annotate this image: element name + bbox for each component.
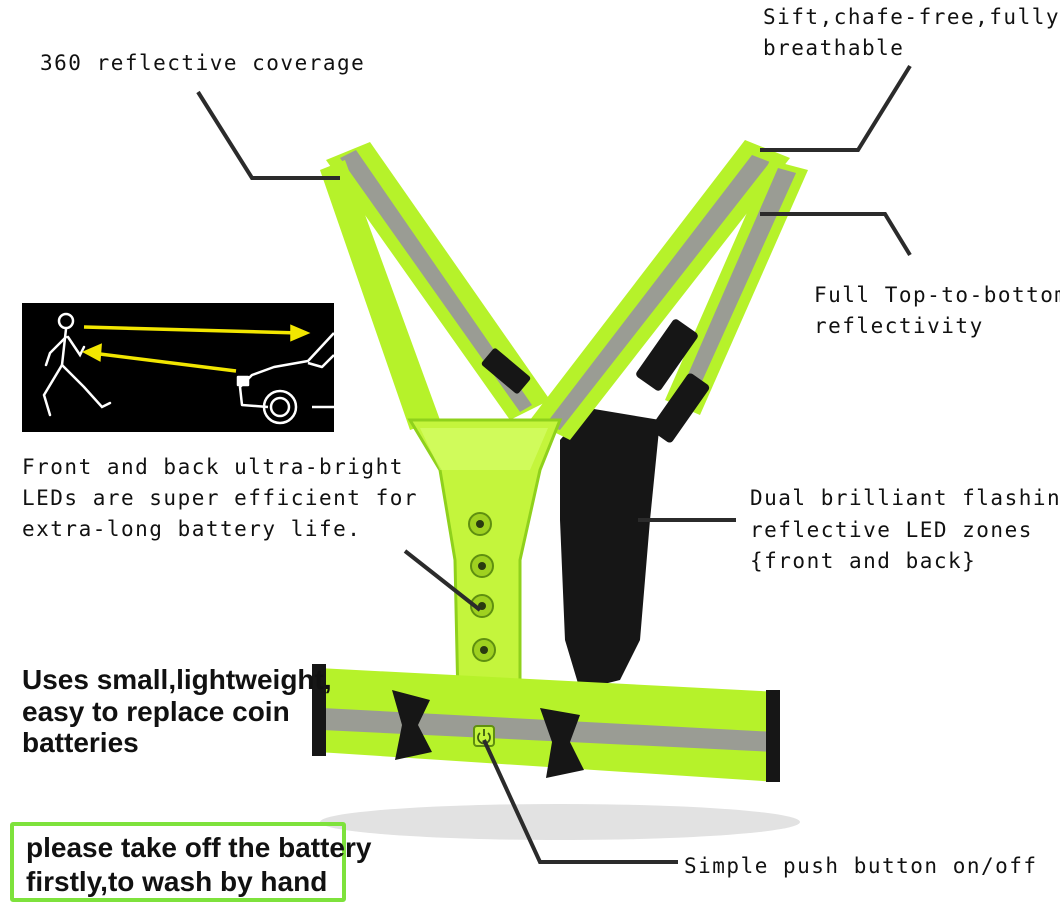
label-reflectivity-line2: reflectivity bbox=[814, 314, 984, 338]
label-reflectivity-line1: Full Top-to-bottom bbox=[814, 283, 1060, 307]
side-buckle-upper bbox=[636, 319, 698, 391]
runner-car-illustration-icon bbox=[42, 312, 335, 425]
callout-line-coverage bbox=[196, 90, 340, 180]
label-360-coverage: 360 reflective coverage bbox=[40, 51, 366, 75]
callout-line-reflectivity bbox=[760, 212, 912, 257]
label-breathable-line2: breathable bbox=[763, 36, 905, 60]
left-strap-reflective-band bbox=[340, 150, 532, 412]
label-leds-line3: extra-long battery life. bbox=[22, 517, 362, 541]
vest-back-mesh-panel bbox=[560, 408, 660, 690]
label-zones-line2: reflective LED zones bbox=[750, 518, 1033, 542]
callout-lines bbox=[196, 64, 912, 864]
label-batteries-line1: Uses small,lightweight, bbox=[22, 664, 332, 695]
label-zones-line1: Dual brilliant flashing bbox=[750, 486, 1060, 510]
belt-end-left bbox=[312, 664, 326, 756]
label-batteries-line3: batteries bbox=[22, 727, 139, 758]
label-leds-line2: LEDs are super efficient for bbox=[22, 486, 419, 510]
label-wash-line1: please take off the battery bbox=[26, 832, 372, 863]
label-zones-line3: {front and back} bbox=[750, 549, 977, 573]
callout-line-leds bbox=[403, 549, 482, 612]
belt-end-right bbox=[766, 690, 780, 782]
callout-line-breathable bbox=[760, 64, 912, 152]
label-batteries-line2: easy to replace coin bbox=[22, 696, 290, 727]
left-inner-strap bbox=[320, 160, 440, 430]
right-strap-reflective-band bbox=[545, 155, 770, 430]
runner-car-inset bbox=[22, 303, 335, 432]
front-panel-gloss bbox=[420, 428, 548, 470]
power-button-icon bbox=[473, 725, 495, 747]
led-light-icon bbox=[468, 512, 496, 662]
right-side-reflective-band bbox=[676, 168, 796, 408]
side-buckle-lower bbox=[650, 373, 710, 443]
label-breathable-line1: Sift,chafe-free,fully bbox=[763, 5, 1060, 29]
belt-buckle-right bbox=[540, 708, 584, 778]
vest-shadow bbox=[320, 804, 800, 840]
label-wash-line2: firstly,to wash by hand bbox=[26, 866, 328, 897]
left-strap-buckle bbox=[481, 348, 531, 394]
label-leds-line1: Front and back ultra-bright bbox=[22, 455, 404, 479]
wash-instructions-box: please take off the battery firstly,to w… bbox=[10, 822, 371, 902]
label-push-button: Simple push button on/off bbox=[684, 854, 1038, 878]
callout-line-button bbox=[482, 739, 678, 864]
belt-buckle-left bbox=[392, 690, 432, 760]
